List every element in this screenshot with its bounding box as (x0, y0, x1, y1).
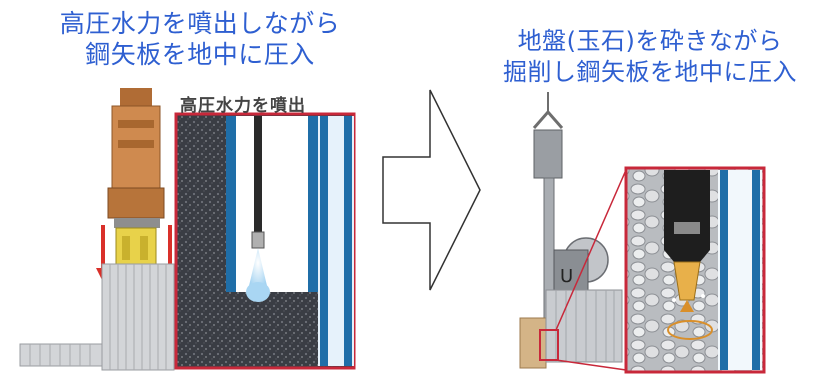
right-arrow-icon (382, 89, 481, 291)
zoom-callout-lines (555, 169, 627, 371)
left-inset-water-jet (174, 112, 356, 370)
left-title-line-2: 鋼矢板を地中に圧入 (85, 40, 315, 69)
svg-text:U: U (560, 266, 573, 287)
right-panel-title: 地盤(玉石)を砕きながら 掘削し鋼矢板を地中に圧入 (470, 26, 829, 88)
right-inset-boulder-crushing (624, 166, 766, 374)
right-title-line-2: 掘削し鋼矢板を地中に圧入 (503, 58, 797, 86)
sheet-piles-left (19, 263, 175, 371)
inset-label-water-jet: 高圧水力を噴出 (180, 96, 306, 116)
press-in-machine-right: U (519, 92, 623, 369)
press-in-machine-left (107, 88, 165, 265)
left-panel-title: 高圧水力を噴出しながら 鋼矢板を地中に圧入 (35, 8, 365, 70)
left-title-line-1: 高圧水力を噴出しながら (59, 9, 341, 38)
right-title-line-1: 地盤(玉石)を砕きながら (517, 27, 783, 55)
